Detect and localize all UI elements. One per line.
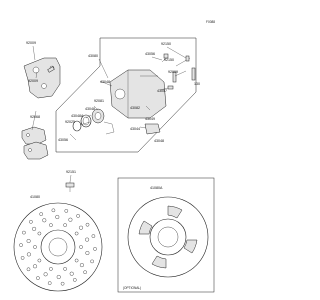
optional-label: (OPTIONAL)	[123, 286, 141, 290]
disc-hole	[85, 250, 90, 255]
label-41080a: 41080A	[150, 186, 163, 190]
disc-hole	[42, 218, 47, 223]
optional-brake-disc	[127, 196, 209, 278]
label-92081: 92081	[94, 99, 104, 103]
pin-bolt-center	[167, 71, 177, 90]
disc-hole	[74, 231, 79, 236]
disc-hole	[78, 225, 83, 230]
caliper-body	[109, 69, 167, 119]
pin-bolt-right	[175, 55, 196, 81]
label-43056-a: 43056	[145, 52, 155, 56]
piston	[91, 108, 105, 124]
disc-hole	[37, 231, 42, 236]
label-43056-b: 43056	[58, 138, 68, 142]
disc-hole	[49, 223, 53, 227]
disc-hole	[29, 219, 33, 224]
disc-hole	[36, 276, 40, 280]
label-43048-b: 43048	[85, 107, 95, 111]
disc-hole	[55, 214, 60, 219]
brake-disc	[13, 202, 103, 292]
bracket-bolt	[47, 66, 55, 73]
disc-hole	[33, 264, 38, 269]
label-92150-a: 92150	[161, 42, 171, 46]
label-43048-a: 43048	[100, 80, 110, 84]
disc-hole	[73, 278, 77, 282]
disc-hole	[19, 243, 23, 247]
brake-pads	[21, 126, 49, 160]
label-43082: 43082	[130, 106, 140, 110]
disc-hole	[63, 223, 67, 227]
disc-hole	[85, 237, 90, 242]
bleed-valve	[161, 53, 169, 63]
label-43080: 43080	[88, 54, 98, 58]
dust-seal	[72, 120, 82, 132]
label-92068: 92068	[30, 115, 40, 119]
disc-hole	[79, 245, 83, 249]
label-92025: 92025	[65, 120, 75, 124]
brake-assembly-drawing: F0088	[13, 20, 215, 293]
label-92009-a: 92009	[26, 41, 36, 45]
caliper-bracket	[23, 57, 61, 99]
pad-clip	[144, 123, 161, 135]
disc-hole	[91, 234, 96, 238]
disc-hole	[93, 247, 97, 251]
label-41080: 41080	[30, 195, 40, 199]
disc-hole	[47, 281, 52, 285]
disc-hole	[69, 271, 74, 276]
label-92009-b: 92009	[28, 79, 38, 83]
disc-hole	[68, 217, 73, 222]
disc-hole	[49, 267, 53, 271]
disc-hole	[60, 281, 65, 286]
disc-hole	[32, 226, 37, 231]
label-130: 130	[194, 82, 200, 86]
disc-hole	[37, 258, 42, 263]
disc-hole	[64, 209, 69, 213]
disc-hole	[26, 238, 31, 243]
leader-lines	[31, 45, 187, 183]
label-92009-c: 92009	[168, 70, 178, 74]
disc-hole	[63, 267, 67, 271]
diagram-code: F0088	[206, 20, 215, 24]
disc-hole	[20, 256, 25, 260]
parts-diagram: F0088	[13, 20, 216, 293]
disc-hole	[33, 245, 37, 249]
label-92151: 92151	[66, 170, 76, 174]
label-43048a: 43048A	[71, 114, 84, 118]
disc-hole	[76, 214, 80, 218]
disc-hole	[51, 208, 56, 213]
disc-hole	[39, 212, 44, 216]
label-92150-b: 92150	[164, 58, 174, 62]
disc-hole	[43, 272, 48, 277]
label-43049: 43049	[145, 117, 155, 121]
caliper-frame	[55, 37, 197, 153]
disc-hole	[22, 230, 26, 235]
disc-hole	[83, 270, 87, 275]
disc-hole	[74, 258, 79, 263]
disc-bolt	[65, 182, 75, 192]
label-43044: 43044	[130, 127, 140, 131]
disc-hole	[26, 267, 31, 272]
label-43048-c: 43048	[154, 139, 164, 143]
disc-hole	[85, 222, 90, 227]
pad-spring	[69, 121, 115, 141]
disc-hole	[90, 259, 94, 264]
label-43057: 43057	[157, 89, 167, 93]
disc-hole	[26, 252, 31, 257]
disc-hole	[56, 275, 61, 280]
disc-hole	[79, 263, 84, 268]
optional-frame	[117, 177, 215, 293]
